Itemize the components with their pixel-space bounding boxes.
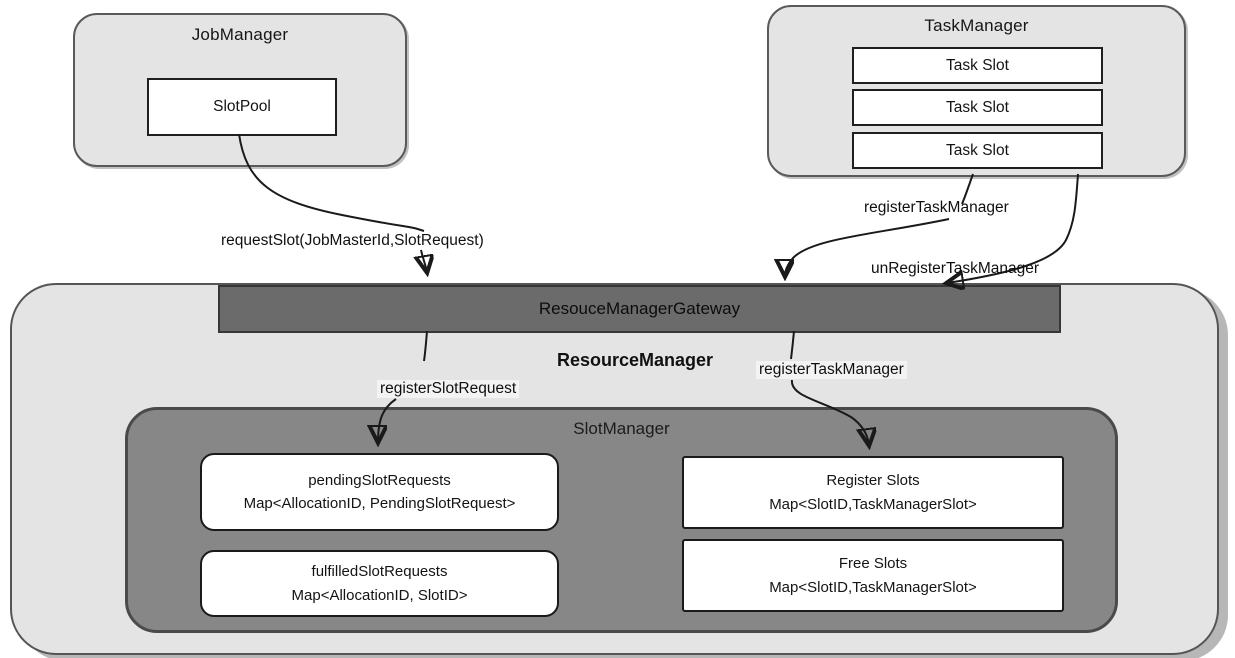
- pending-slot-requests-type: Map<AllocationID, PendingSlotRequest>: [243, 495, 516, 512]
- job-manager-box: JobManager SlotPool: [73, 13, 407, 167]
- free-slots-name: Free Slots: [838, 555, 908, 573]
- request-slot-label: requestSlot(JobMasterId,SlotRequest): [221, 232, 484, 249]
- register-task-manager-top-label: registerTaskManager: [864, 199, 1009, 216]
- register-task-manager-inner-label: registerTaskManager: [756, 361, 907, 379]
- resource-manager-gateway-bar: ResouceManagerGateway: [218, 285, 1061, 333]
- unregister-task-manager-label: unRegisterTaskManager: [871, 260, 1040, 277]
- slot-pool-box: SlotPool: [147, 78, 337, 136]
- register-slots-box: Register Slots Map<SlotID,TaskManagerSlo…: [682, 456, 1064, 529]
- pending-slot-requests-name: pendingSlotRequests: [308, 471, 451, 489]
- register-slot-request-label: registerSlotRequest: [377, 380, 520, 398]
- fulfilled-slot-requests-box: fulfilledSlotRequests Map<AllocationID, …: [200, 550, 559, 617]
- task-manager-title: TaskManager: [924, 16, 1029, 35]
- task-slot-box: Task Slot: [852, 132, 1103, 169]
- task-slot-box: Task Slot: [852, 47, 1103, 84]
- task-slot-label: Task Slot: [946, 56, 1009, 74]
- job-manager-title: JobManager: [191, 25, 289, 44]
- register-slots-type: Map<SlotID,TaskManagerSlot>: [769, 495, 977, 513]
- slot-manager-title: SlotManager: [573, 419, 670, 438]
- pending-slot-requests-box: pendingSlotRequests Map<AllocationID, Pe…: [200, 453, 559, 531]
- free-slots-type: Map<SlotID,TaskManagerSlot>: [769, 578, 977, 596]
- task-slot-label: Task Slot: [946, 141, 1009, 159]
- fulfilled-slot-requests-type: Map<AllocationID, SlotID>: [291, 586, 468, 604]
- free-slots-box: Free Slots Map<SlotID,TaskManagerSlot>: [682, 539, 1064, 612]
- resource-manager-title: ResourceManager: [556, 350, 714, 370]
- fulfilled-slot-requests-name: fulfilledSlotRequests: [311, 563, 448, 581]
- arrow-request-slot-head: [421, 249, 427, 272]
- gateway-label: ResouceManagerGateway: [538, 299, 741, 318]
- task-slot-label: Task Slot: [946, 98, 1009, 116]
- task-slot-box: Task Slot: [852, 89, 1103, 126]
- register-slots-name: Register Slots: [826, 472, 920, 490]
- task-manager-box: TaskManager Task Slot Task Slot Task Slo…: [767, 5, 1186, 177]
- slot-pool-label: SlotPool: [213, 98, 271, 115]
